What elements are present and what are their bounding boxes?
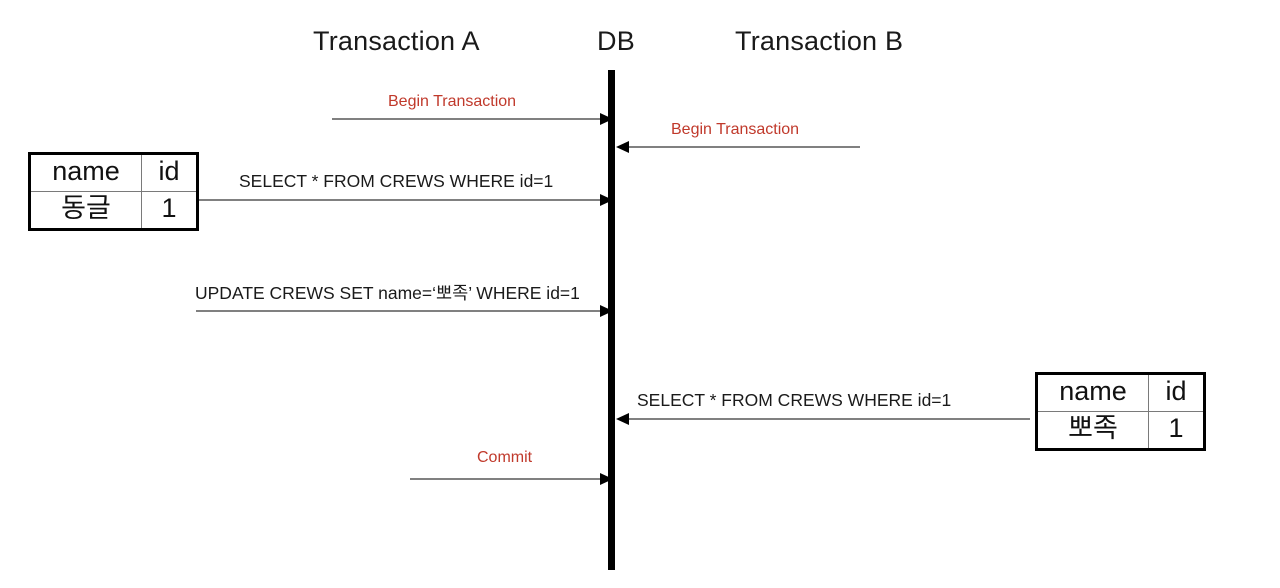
table-header-cell-id: id bbox=[1148, 372, 1205, 413]
message-line-select-b bbox=[620, 418, 1030, 420]
message-label-begin-transaction-b: Begin Transaction bbox=[671, 121, 800, 138]
message-label-begin-transaction-a: Begin Transaction bbox=[388, 93, 517, 110]
table-row: 뽀족 1 bbox=[1036, 411, 1205, 451]
message-line-update-a bbox=[196, 310, 612, 312]
table-cell-name: 동글 bbox=[29, 191, 142, 231]
arrow-head-left-icon bbox=[616, 141, 629, 153]
message-label-update-a: UPDATE CREWS SET name=‘뽀족’ WHERE id=1 bbox=[195, 283, 580, 303]
message-label-select-b: SELECT * FROM CREWS WHERE id=1 bbox=[637, 390, 952, 410]
message-line-select-a bbox=[196, 199, 612, 201]
table-cell-id: 1 bbox=[1148, 411, 1205, 451]
table-header-cell-name: name bbox=[1036, 372, 1149, 413]
message-label-select-a: SELECT * FROM CREWS WHERE id=1 bbox=[239, 171, 554, 191]
table-cell-id: 1 bbox=[141, 191, 198, 231]
db-lifeline bbox=[608, 70, 615, 570]
column-header-transaction-b: Transaction B bbox=[735, 26, 904, 56]
table-cell-name: 뽀족 bbox=[1036, 411, 1149, 451]
column-header-db: DB bbox=[597, 26, 635, 56]
column-header-transaction-a: Transaction A bbox=[313, 26, 480, 56]
table-header-row: name id bbox=[1036, 372, 1205, 413]
table-header-cell-id: id bbox=[141, 152, 198, 193]
table-header-row: name id bbox=[29, 152, 198, 193]
result-table-b: name id 뽀족 1 bbox=[1035, 372, 1206, 452]
table-header-cell-name: name bbox=[29, 152, 142, 193]
message-label-commit-a: Commit bbox=[477, 449, 533, 466]
result-table-a: name id 동글 1 bbox=[28, 152, 199, 232]
table-row: 동글 1 bbox=[29, 191, 198, 231]
arrow-head-left-icon bbox=[616, 413, 629, 425]
message-line-commit-a bbox=[410, 478, 612, 480]
message-line-begin-transaction-b bbox=[620, 146, 860, 148]
message-line-begin-transaction-a bbox=[332, 118, 612, 120]
